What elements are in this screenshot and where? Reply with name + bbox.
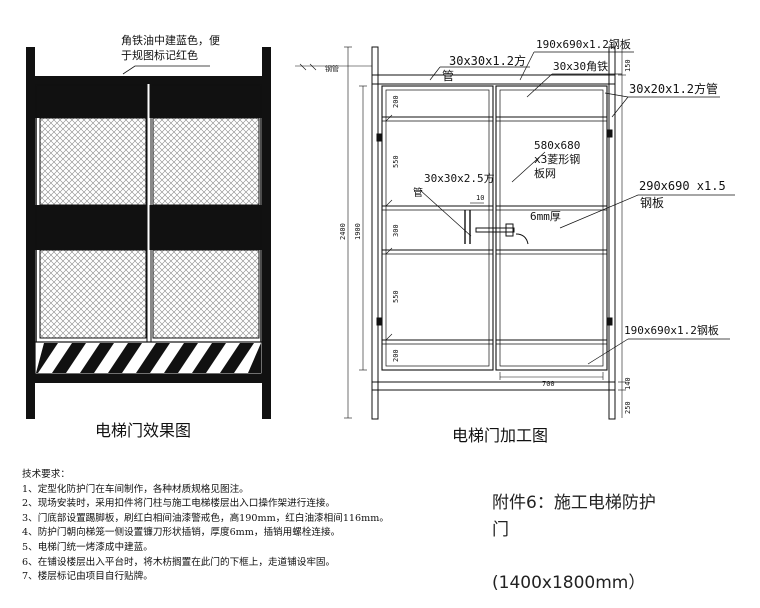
hazard-stripe bbox=[220, 343, 254, 373]
requirement-item: 2、现场安装时，采用扣件将门柱与施工电梯楼层出入口操作架进行连接。 bbox=[22, 498, 336, 510]
label-angle: 30x30角铁 bbox=[553, 60, 608, 73]
mesh-upper-right bbox=[152, 117, 260, 206]
label-top-plate: 190x690x1.2钢板 bbox=[536, 37, 631, 51]
hazard-stripe bbox=[136, 343, 170, 373]
label-inner-tube-2: 管 bbox=[413, 186, 423, 199]
mesh-lower-right bbox=[152, 249, 260, 339]
note-leader bbox=[122, 65, 210, 75]
dim-140: 140 bbox=[624, 377, 632, 390]
label-inner-tube-1: 30x30x2.5方 bbox=[424, 171, 495, 185]
fabrication-labels: 190x690x1.2钢板 30x30x1.2方 管 30x30角铁 30x20… bbox=[325, 37, 726, 445]
fabrication-drawing bbox=[295, 46, 735, 420]
left-post bbox=[26, 47, 35, 419]
kick-plate-stripes bbox=[36, 343, 261, 373]
requirement-item: 3、门底部设置踢脚板，刷红白相间油漆警戒色，高190mm，红白油漆相间116mm… bbox=[22, 512, 389, 524]
effect-note-line2: 于规图标记红色 bbox=[121, 48, 198, 62]
requirements-heading: 技术要求： bbox=[22, 469, 70, 480]
label-mid-plate-1: 290x690 x1.5 bbox=[639, 179, 726, 193]
attachment-title-line1: 附件6：施工电梯防护 bbox=[492, 493, 656, 513]
label-6mm: 6mm厚 bbox=[530, 210, 561, 223]
dim-150: 150 bbox=[624, 59, 632, 72]
effect-drawing: 角铁油中建蓝色，便 于规图标记红色 电梯门效果图 bbox=[26, 33, 271, 440]
requirement-item: 4、防护门朝向梯笼一侧设置镰刀形状插销，厚度6mm，插销用螺栓连接。 bbox=[22, 527, 341, 539]
label-mesh-2: x3菱形钢 bbox=[534, 153, 580, 166]
label-mesh-1: 580x680 bbox=[534, 139, 580, 152]
dim-700: 700 bbox=[542, 380, 555, 388]
label-small-10: 10 bbox=[476, 194, 484, 202]
effect-caption: 电梯门效果图 bbox=[95, 421, 191, 440]
dim-1900: 1900 bbox=[354, 223, 362, 240]
mesh-upper-left bbox=[39, 117, 147, 206]
label-mesh-3: 板网 bbox=[534, 166, 556, 180]
hazard-stripe bbox=[36, 343, 58, 373]
hazard-stripe bbox=[164, 343, 198, 373]
right-post bbox=[262, 47, 271, 419]
attachment-title: 附件6：施工电梯防护 门 bbox=[492, 490, 732, 544]
label-bottom-plate: 190x690x1.2钢板 bbox=[624, 323, 719, 337]
mesh-lower-left bbox=[39, 249, 147, 339]
effect-note-line1: 角铁油中建蓝色，便 bbox=[121, 33, 220, 47]
hazard-stripe bbox=[192, 343, 226, 373]
requirement-item: 1、定型化防护门在车间制作，各种材质规格见图注。 bbox=[22, 483, 249, 495]
label-top-tube-b: 管 bbox=[442, 68, 454, 83]
fabrication-caption: 电梯门加工图 bbox=[452, 426, 548, 445]
requirement-item: 6、在铺设楼层出入平台时，将木枋搁置在此门的下框上，走道铺设牢固。 bbox=[22, 556, 336, 568]
label-top-tube: 30x30x1.2方 bbox=[449, 53, 526, 68]
label-side-tube: 30x20x1.2方管 bbox=[629, 81, 718, 96]
hazard-stripe bbox=[108, 343, 142, 373]
hazard-stripe bbox=[52, 343, 86, 373]
dim-2400: 2400 bbox=[339, 223, 347, 240]
hazard-stripe bbox=[248, 343, 261, 373]
dim-300: 300 bbox=[392, 224, 400, 237]
dim-200-top: 200 bbox=[392, 95, 400, 108]
bottom-rail bbox=[26, 374, 271, 383]
technical-requirements: 技术要求： 1、定型化防护门在车间制作，各种材质规格见图注。 2、现场安装时，采用… bbox=[22, 468, 492, 585]
requirements-list: 1、定型化防护门在车间制作，各种材质规格见图注。 2、现场安装时，采用扣件将门柱与… bbox=[22, 483, 492, 585]
dim-200-bot: 200 bbox=[392, 349, 400, 362]
requirement-item: 5、电梯门统一烤漆成中建蓝。 bbox=[22, 541, 153, 553]
attachment-size: (1400x1800mm） bbox=[492, 573, 646, 593]
label-small-steel: 钢管 bbox=[325, 64, 339, 73]
requirement-item: 7、楼层标记由项目自行贴牌。 bbox=[22, 571, 153, 583]
dim-550-top: 550 bbox=[392, 155, 400, 168]
label-mid-plate-2: 钢板 bbox=[640, 196, 664, 210]
dim-550-bot: 550 bbox=[392, 290, 400, 303]
top-rail bbox=[26, 76, 271, 84]
attachment-title-line2: 门 bbox=[492, 520, 509, 540]
hazard-stripe bbox=[80, 343, 114, 373]
dim-250: 250 bbox=[624, 401, 632, 414]
